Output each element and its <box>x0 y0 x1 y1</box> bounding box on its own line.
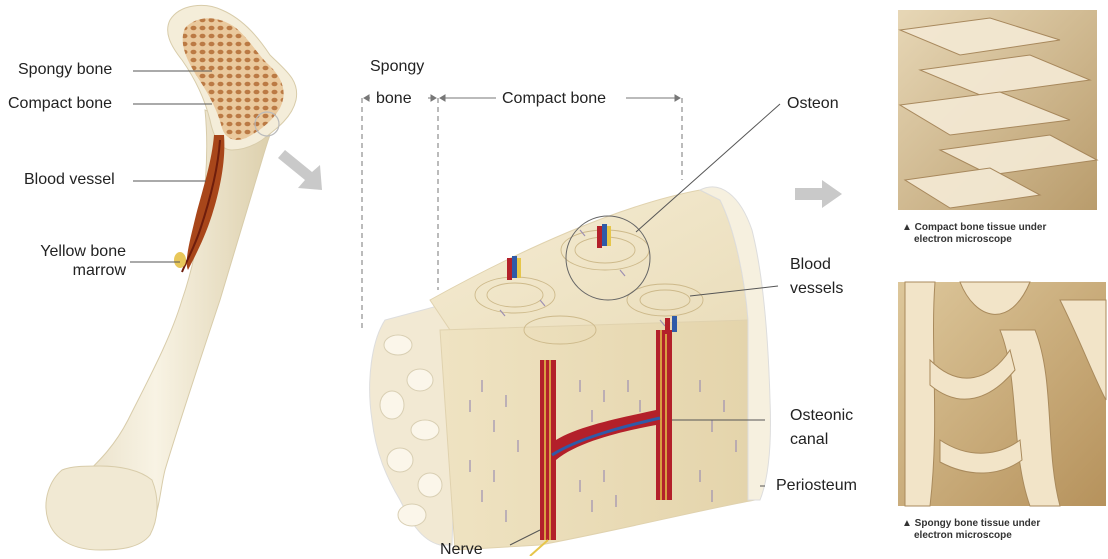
label-section-compact-bone: Compact bone <box>502 89 606 108</box>
label-blood-vessels-line1: Blood <box>790 255 843 274</box>
label-blood-vessels-line2: vessels <box>790 279 843 298</box>
label-compact-bone: Compact bone <box>8 94 112 113</box>
label-yellow-bone-marrow: Yellow bone marrow <box>28 242 126 280</box>
label-osteon: Osteon <box>787 94 839 113</box>
caption-compact-photo: ▲ Compact bone tissue under electron mic… <box>902 222 1046 246</box>
label-osteonic-canal-line2: canal <box>790 430 853 449</box>
caption-spongy-photo: ▲ Spongy bone tissue under electron micr… <box>902 518 1040 542</box>
femur-distal-end <box>46 466 157 550</box>
photo-spongy <box>898 282 1106 506</box>
label-section-spongy: Spongy <box>370 57 424 76</box>
yellow-marrow-spot <box>174 252 186 268</box>
photo-compact <box>898 10 1097 210</box>
label-section-bone: bone <box>376 89 412 108</box>
label-nerve: Nerve <box>440 540 483 559</box>
label-periosteum: Periosteum <box>776 476 857 495</box>
arrow-section-to-photo <box>795 180 842 208</box>
caption-compact-line1: ▲ Compact bone tissue under <box>902 222 1046 234</box>
label-blood-vessel: Blood vessel <box>24 170 115 189</box>
vessel-nub-osteon <box>597 224 611 248</box>
label-osteonic-canal-line1: Osteonic <box>790 406 853 425</box>
label-blood-vessels: Blood vessels <box>790 255 843 298</box>
label-yellow-bone-marrow-line2: marrow <box>28 261 126 280</box>
bone-section-illustration <box>370 187 771 556</box>
vessel-nub-left <box>507 256 521 280</box>
caption-compact-line2: electron microscope <box>902 234 1046 246</box>
caption-spongy-line1: ▲ Spongy bone tissue under <box>902 518 1040 530</box>
label-yellow-bone-marrow-line1: Yellow bone <box>28 242 126 261</box>
label-osteonic-canal: Osteonic canal <box>790 406 853 449</box>
arrow-femur-to-section <box>278 150 322 190</box>
label-spongy-bone: Spongy bone <box>18 60 112 79</box>
caption-spongy-line2: electron microscope <box>902 530 1040 542</box>
